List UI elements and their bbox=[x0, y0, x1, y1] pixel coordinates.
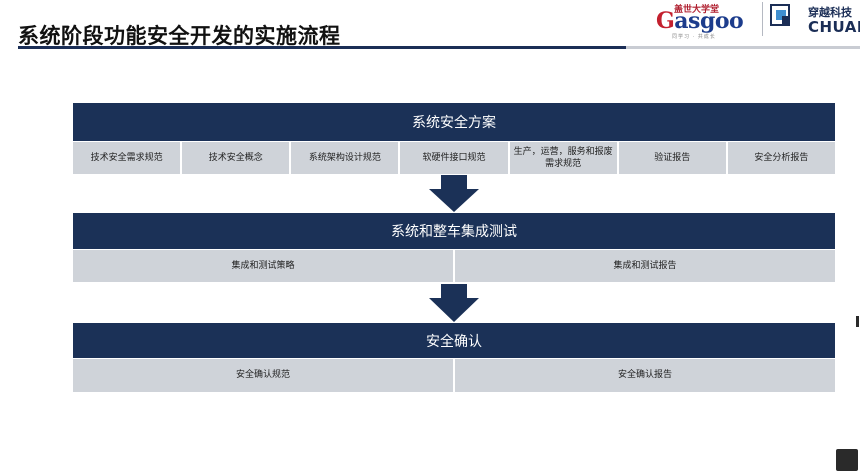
gasgoo-logo-top-text: 盖世大学堂 bbox=[674, 5, 720, 15]
slide-title: 系统阶段功能安全开发的实施流程 bbox=[18, 24, 341, 48]
stage1-item: 生产，运营，服务和报废需求规范 bbox=[509, 142, 617, 174]
logo-divider bbox=[762, 2, 763, 36]
stage1-items: 技术安全需求规范 技术安全概念 系统架构设计规范 软硬件接口规范 生产，运营，服… bbox=[73, 142, 835, 174]
down-arrow-icon bbox=[429, 175, 479, 212]
presenter-video-thumbnail[interactable] bbox=[836, 449, 858, 471]
stage3-item: 安全确认规范 bbox=[73, 359, 453, 392]
stage1-item: 安全分析报告 bbox=[727, 142, 835, 174]
stage1-item: 技术安全需求规范 bbox=[73, 142, 181, 174]
chuan-logo-icon bbox=[770, 4, 790, 26]
chuan-logo: 穿越科技 CHUAN bbox=[768, 2, 860, 38]
stage3-items: 安全确认规范 安全确认报告 bbox=[73, 359, 835, 392]
stage1-item: 软硬件接口规范 bbox=[400, 142, 508, 174]
stage2-item: 集成和测试策略 bbox=[73, 250, 453, 282]
gasgoo-logo: 盖世大学堂 Gasgoo 同学习 · 共成长 bbox=[652, 2, 752, 40]
stage3-header: 安全确认 bbox=[73, 323, 835, 358]
gasgoo-logo-initial: G bbox=[656, 8, 675, 34]
stage2-items: 集成和测试策略 集成和测试报告 bbox=[73, 250, 835, 282]
stage1-header: 系统安全方案 bbox=[73, 103, 835, 141]
down-arrow-icon bbox=[429, 284, 479, 322]
scroll-edge-marker[interactable] bbox=[856, 316, 859, 327]
stage1-item: 系统架构设计规范 bbox=[291, 142, 399, 174]
title-underline-dark bbox=[18, 46, 626, 49]
gasgoo-logo-wordmark: Gasgoo bbox=[656, 8, 744, 34]
stage3-item: 安全确认报告 bbox=[455, 359, 835, 392]
stage2-header: 系统和整车集成测试 bbox=[73, 213, 835, 249]
stage1-item: 验证报告 bbox=[618, 142, 726, 174]
title-underline-light bbox=[626, 46, 860, 49]
chuan-logo-cn: 穿越科技 bbox=[808, 6, 852, 19]
stage1-item: 技术安全概念 bbox=[182, 142, 290, 174]
gasgoo-logo-slogan: 同学习 · 共成长 bbox=[672, 34, 716, 40]
stage2-item: 集成和测试报告 bbox=[455, 250, 835, 282]
gasgoo-logo-rest: asgoo bbox=[674, 8, 744, 34]
chuan-logo-en: CHUAN bbox=[808, 18, 860, 36]
